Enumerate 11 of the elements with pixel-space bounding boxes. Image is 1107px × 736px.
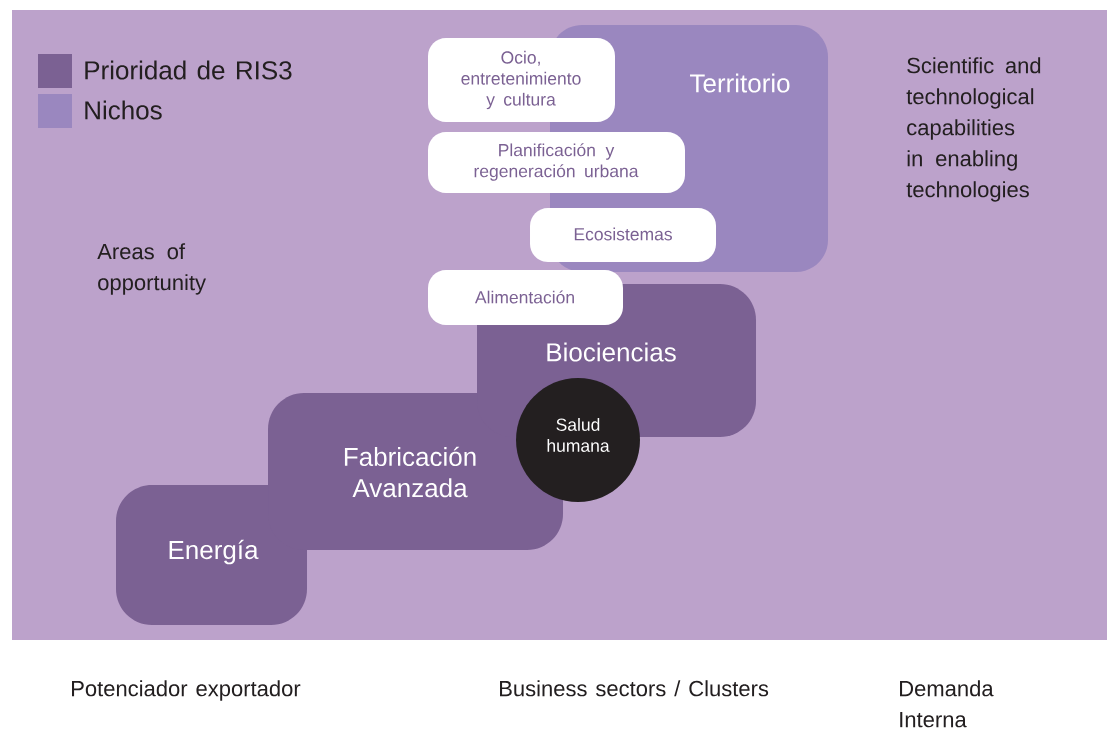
legend-label: Prioridad de RIS3 (85, 60, 292, 80)
axis-label: Areas of opportunity (97, 243, 206, 295)
niche-pill: Alimentación (428, 270, 623, 325)
axis-label: Demanda Interna (900, 680, 994, 728)
axis-label: Potenciador exportador (72, 680, 301, 701)
legend-label: Nichos (85, 100, 162, 120)
axis-label: Scientific and technological capabilities in enabling technologies (906, 57, 1041, 202)
niche-pill: Planificación y regeneración urbana (428, 132, 685, 193)
axis-label: Business sectors / Clusters (500, 680, 769, 697)
niche-pill: Ecosistemas (530, 208, 716, 262)
niche-pill: Ocio, entretenimiento y cultura (428, 38, 615, 122)
